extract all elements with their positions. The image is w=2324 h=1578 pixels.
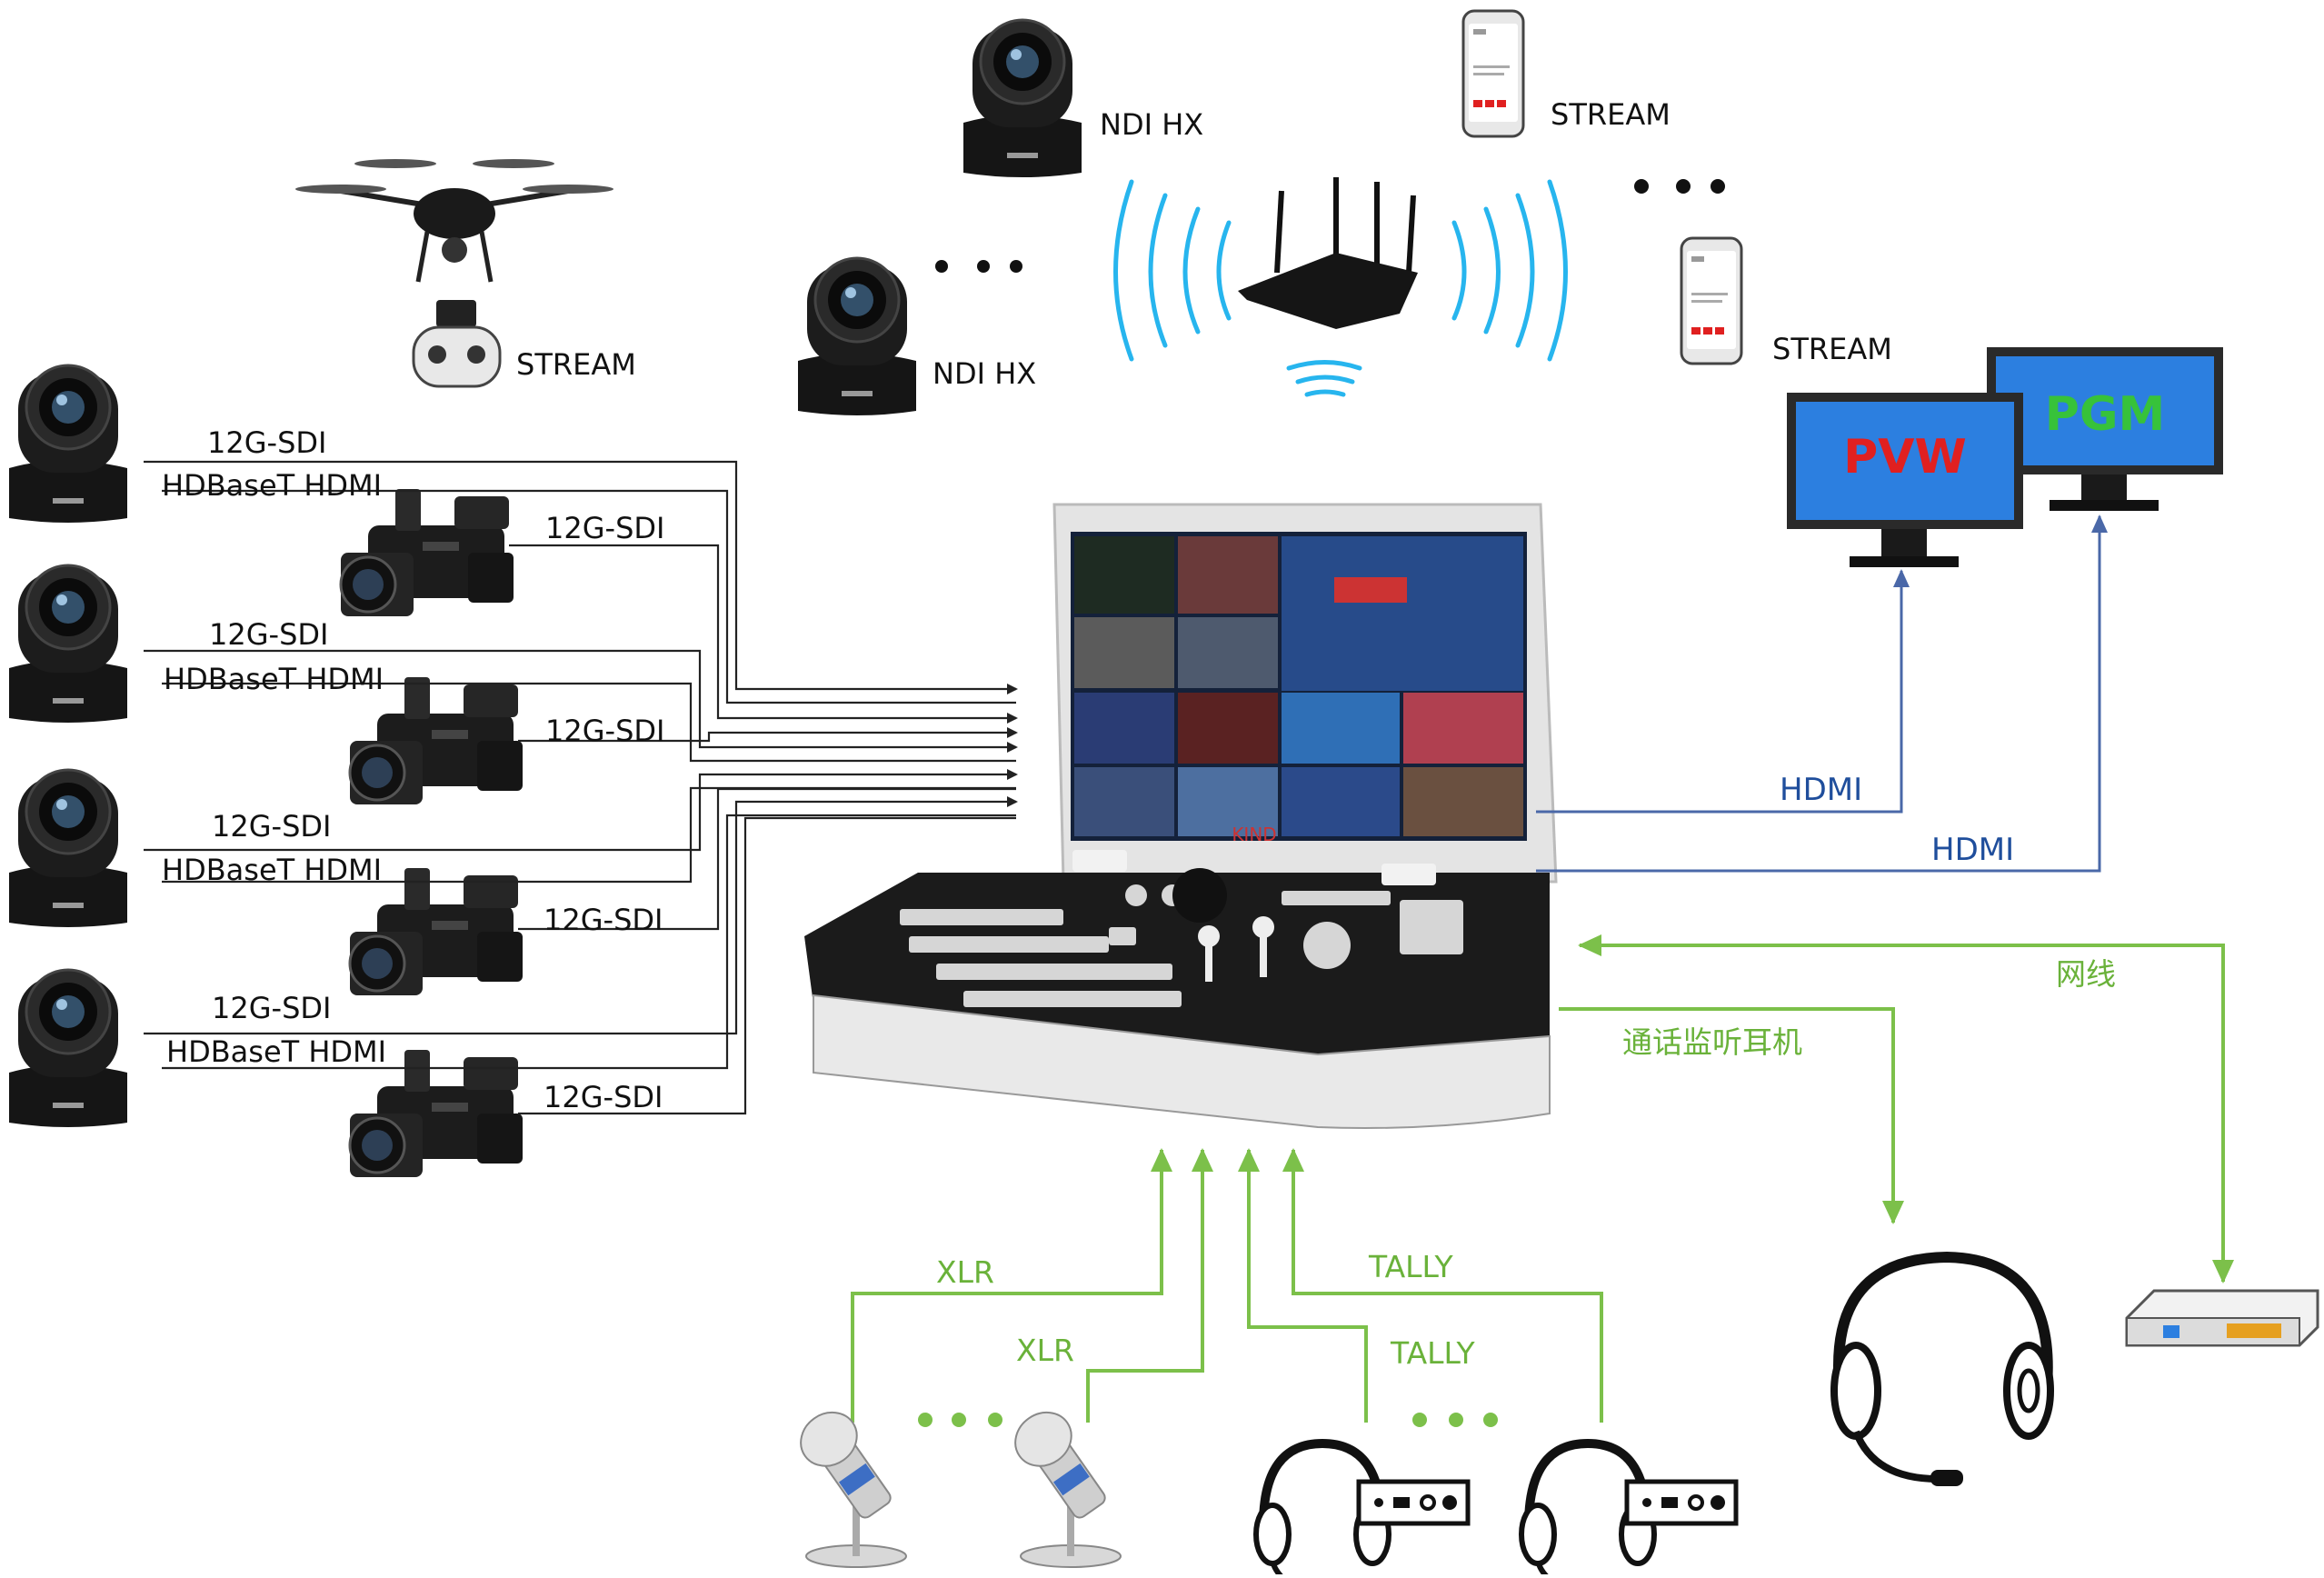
router-icon	[1238, 177, 1418, 329]
ptz-camera-icon	[7, 564, 129, 724]
switcher-brand-label: KIND	[1232, 824, 1276, 845]
network-cable	[1578, 934, 2234, 1283]
switcher-console-icon: KIND	[804, 503, 1558, 1129]
camcorder-icon	[339, 487, 515, 618]
hdmi-label-pvw: HDMI	[1780, 772, 1862, 808]
hdbaset-label-4: HDBaseT HDMI	[166, 1034, 386, 1069]
ptz-camera-icon	[7, 968, 129, 1129]
camcorder-icon	[348, 866, 524, 997]
drone-stream-label: STREAM	[516, 347, 636, 382]
tally-box-icon	[1627, 1482, 1736, 1523]
camcorder-icon	[348, 675, 524, 806]
ellipsis-icon	[918, 1413, 1498, 1427]
phone-stream-label-top: STREAM	[1551, 97, 1671, 132]
hdbaset-label-2: HDBaseT HDMI	[164, 662, 384, 696]
sdi-label-4: 12G-SDI	[212, 991, 331, 1025]
xlr-label-2: XLR	[1016, 1333, 1074, 1368]
sdi-label-3: 12G-SDI	[212, 809, 331, 844]
monitor-pvw: PVW	[1787, 393, 2023, 567]
drone-controller-icon	[412, 300, 502, 388]
tally-box-icon	[1359, 1482, 1468, 1523]
network-switch-icon	[2125, 1289, 2319, 1347]
phone-stream-label-bottom: STREAM	[1772, 332, 1892, 366]
ndi-label-bottom: NDI HX	[933, 356, 1036, 391]
intercom-cable	[1559, 1007, 1904, 1224]
hdbaset-label-3: HDBaseT HDMI	[162, 853, 382, 887]
microphone-icon	[789, 1401, 907, 1568]
pvw-label: PVW	[1843, 430, 1967, 484]
ndi-label-top: NDI HX	[1100, 107, 1203, 142]
ptz-camera-icon	[7, 364, 129, 524]
smartphone-icon	[1680, 236, 1743, 365]
wifi-waves-icon	[1113, 179, 1568, 397]
tally-label-1: TALLY	[1368, 1249, 1454, 1284]
audio-tally-cables	[851, 1148, 1603, 1423]
ptz-camera-icon	[7, 768, 129, 929]
sdi-label-cam-2: 12G-SDI	[545, 714, 664, 748]
hdmi-cables	[1536, 514, 2108, 873]
ptz-camera-icon	[796, 256, 918, 417]
drone-icon	[295, 159, 613, 283]
ellipsis-icon	[935, 260, 1022, 273]
xlr-label-1: XLR	[936, 1254, 994, 1290]
ellipsis-icon	[1634, 179, 1725, 194]
hdmi-label-pgm: HDMI	[1931, 832, 2014, 868]
network-label: 网线	[2056, 956, 2116, 992]
monitor-pgm: PGM	[1987, 347, 2223, 511]
intercom-label: 通话监听耳机	[1622, 1024, 1802, 1060]
sdi-label-cam-4: 12G-SDI	[544, 1080, 663, 1114]
pgm-label: PGM	[2045, 387, 2166, 442]
hdbaset-label-1: HDBaseT HDMI	[162, 468, 382, 503]
sdi-cable-lines	[144, 460, 1018, 1115]
sdi-label-2: 12G-SDI	[209, 617, 328, 652]
microphone-icon	[1003, 1401, 1122, 1568]
smartphone-icon	[1461, 9, 1525, 138]
ptz-camera-icon	[962, 18, 1083, 179]
headset-icon	[1830, 1251, 2054, 1486]
tally-label-2: TALLY	[1390, 1335, 1476, 1371]
sdi-label-1: 12G-SDI	[207, 425, 326, 460]
sdi-label-cam-1: 12G-SDI	[545, 511, 664, 545]
sdi-label-cam-3: 12G-SDI	[544, 903, 663, 937]
